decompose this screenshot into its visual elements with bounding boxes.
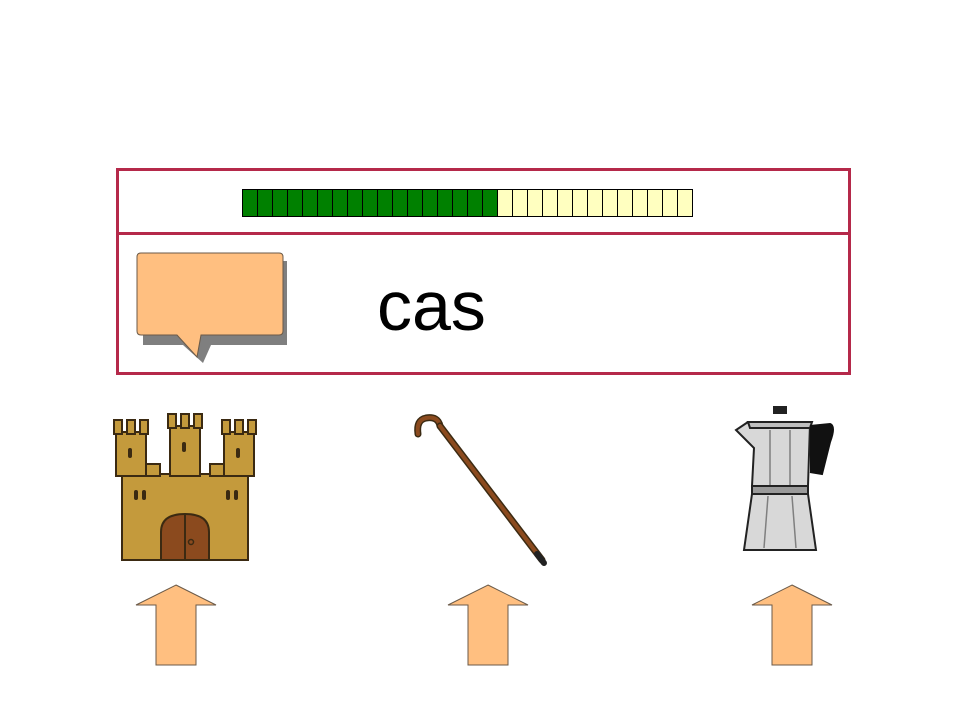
progress-cell-done (437, 189, 453, 217)
progress-cell-todo (512, 189, 528, 217)
play-sound-button[interactable] (133, 249, 293, 369)
progress-cell-done (482, 189, 498, 217)
target-word: cas (377, 267, 486, 345)
progress-cell-todo (662, 189, 678, 217)
progress-cell-todo (497, 189, 513, 217)
choice-castle[interactable] (112, 412, 258, 564)
progress-cell-todo (632, 189, 648, 217)
select-moka-pot-arrow-button[interactable] (751, 584, 833, 666)
progress-cell-done (377, 189, 393, 217)
walking-cane-icon (414, 414, 547, 566)
choice-walking-cane[interactable] (404, 412, 554, 568)
progress-cell-done (317, 189, 333, 217)
up-arrow-icon (135, 584, 217, 666)
castle-icon (113, 413, 257, 561)
progress-cell-done (332, 189, 348, 217)
panel-divider (119, 232, 848, 235)
select-walking-cane-arrow-button[interactable] (447, 584, 529, 666)
progress-cell-todo (572, 189, 588, 217)
progress-cell-todo (557, 189, 573, 217)
progress-cell-done (347, 189, 363, 217)
progress-cell-done (302, 189, 318, 217)
progress-bar (242, 189, 693, 217)
progress-cell-done (407, 189, 423, 217)
moka-pot-icon (734, 406, 834, 551)
progress-cell-todo (602, 189, 618, 217)
progress-cell-todo (677, 189, 693, 217)
progress-cell-todo (617, 189, 633, 217)
progress-cell-done (272, 189, 288, 217)
progress-cell-done (287, 189, 303, 217)
choice-moka-pot[interactable] (730, 402, 838, 556)
progress-cell-done (422, 189, 438, 217)
word-panel: cas (116, 168, 851, 375)
progress-cell-done (362, 189, 378, 217)
progress-cell-done (392, 189, 408, 217)
up-arrow-icon (447, 584, 529, 666)
select-castle-arrow-button[interactable] (135, 584, 217, 666)
progress-cell-todo (542, 189, 558, 217)
progress-cell-done (467, 189, 483, 217)
progress-cell-done (257, 189, 273, 217)
progress-cell-todo (527, 189, 543, 217)
progress-cell-todo (647, 189, 663, 217)
progress-cell-todo (587, 189, 603, 217)
speech-bubble-icon (136, 252, 287, 363)
up-arrow-icon (751, 584, 833, 666)
progress-cell-done (452, 189, 468, 217)
progress-cell-done (242, 189, 258, 217)
